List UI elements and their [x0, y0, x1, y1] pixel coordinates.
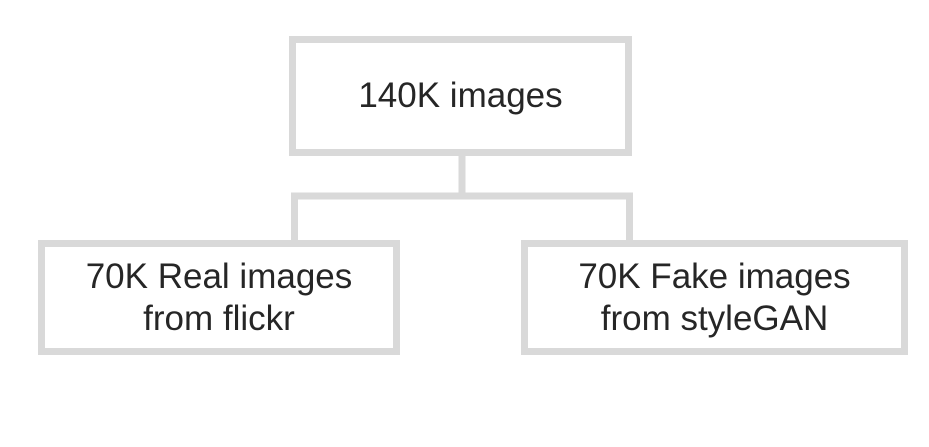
real-images-line2: from flickr — [143, 298, 295, 338]
root-node-label: 140K images — [358, 76, 563, 116]
child-node-fake-images: 70K Fake images from styleGAN — [521, 240, 908, 355]
root-node-140k-images: 140K images — [289, 36, 632, 156]
fake-images-label: 70K Fake images from styleGAN — [578, 256, 850, 339]
fake-images-line2: from styleGAN — [600, 298, 829, 338]
child-node-real-images: 70K Real images from flickr — [38, 240, 400, 355]
real-images-label: 70K Real images from flickr — [86, 256, 353, 339]
real-images-line1: 70K Real images — [85, 257, 353, 297]
fake-images-line1: 70K Fake images — [578, 257, 851, 297]
